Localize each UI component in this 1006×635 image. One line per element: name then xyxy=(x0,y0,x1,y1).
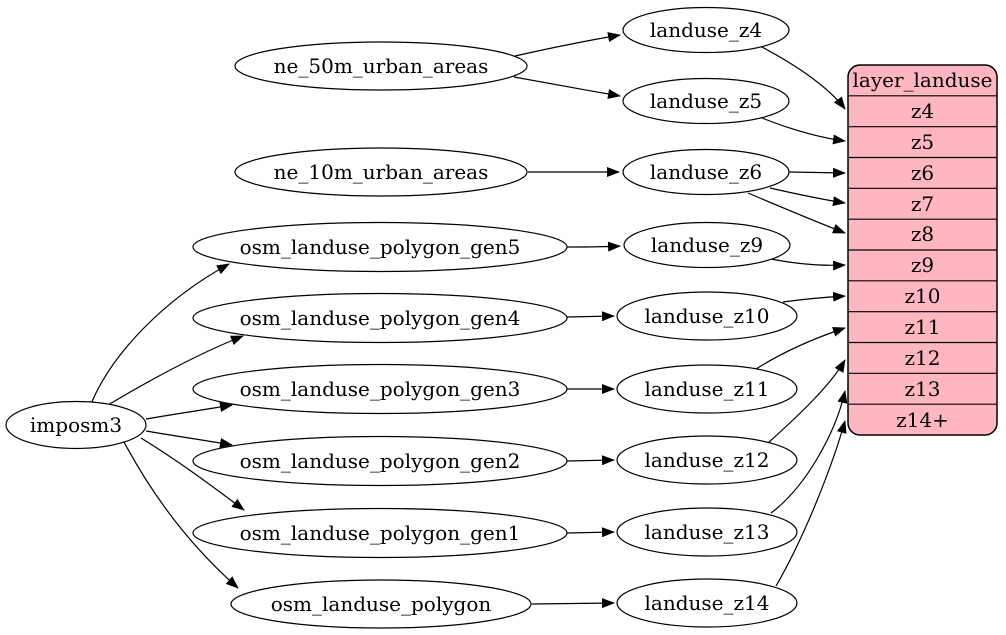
node-landuse_z14-ellipse xyxy=(616,578,798,628)
edge-osm_landuse_polygon_gen2-landuse_z12 xyxy=(566,455,615,466)
edge-landuse_z4-layer_landuse-z4 xyxy=(759,45,846,110)
edge-landuse_z6-layer_landuse-z8 xyxy=(747,192,846,234)
node-osm_landuse_polygon_gen4-ellipse xyxy=(192,292,568,344)
node-landuse_z10: landuse_z10 xyxy=(616,291,798,341)
node-landuse_z9-ellipse xyxy=(623,221,791,269)
edge-ne_50m_urban_areas-landuse_z4 xyxy=(514,32,621,57)
node-landuse_z4-ellipse xyxy=(622,6,790,54)
edge-landuse_z11-layer_landuse-z11 xyxy=(752,327,846,372)
node-landuse_z5-ellipse xyxy=(622,77,790,125)
node-landuse_z11: landuse_z11 xyxy=(616,364,798,414)
node-landuse_z9-label: landuse_z9 xyxy=(651,233,763,257)
node-osm_landuse_polygon: osm_landuse_polygon xyxy=(230,579,532,629)
edges-layer xyxy=(90,32,848,609)
node-imposm3-label: imposm3 xyxy=(30,413,122,437)
node-osm_landuse_polygon_gen3: osm_landuse_polygon_gen3 xyxy=(192,363,568,415)
node-osm_landuse_polygon_gen1-label: osm_landuse_polygon_gen1 xyxy=(240,521,521,545)
edge-osm_landuse_polygon-landuse_z14 xyxy=(531,598,615,609)
node-landuse_z12-ellipse xyxy=(616,435,798,485)
edge-osm_landuse_polygon_gen5-landuse_z9 xyxy=(566,241,621,252)
table-layer_landuse: layer_landuse z4 z5 z6 z7 z8 z9 z10 z11 … xyxy=(847,64,998,436)
table-row-z8: z8 xyxy=(911,222,934,246)
table-row-z11: z11 xyxy=(905,315,941,339)
node-osm_landuse_polygon_gen2-label: osm_landuse_polygon_gen2 xyxy=(240,449,521,473)
table-row-z9: z9 xyxy=(911,253,934,277)
node-osm_landuse_polygon_gen3-ellipse xyxy=(192,363,568,415)
edge-imposm3-osm_landuse_polygon_gen1 xyxy=(140,437,245,511)
edge-imposm3-osm_landuse_polygon_gen2 xyxy=(145,430,233,448)
table-row-z12: z12 xyxy=(905,346,941,370)
node-landuse_z5-label: landuse_z5 xyxy=(650,89,762,113)
nodes-layer: imposm3 ne_50m_urban_areas ne_10m_urban_… xyxy=(5,6,798,629)
node-landuse_z6: landuse_z6 xyxy=(622,148,790,196)
node-landuse_z14: landuse_z14 xyxy=(616,578,798,628)
table-row-z14plus: z14+ xyxy=(896,408,949,432)
node-osm_landuse_polygon_gen4: osm_landuse_polygon_gen4 xyxy=(192,292,568,344)
table-layer_landuse-title: layer_landuse xyxy=(853,68,993,92)
node-osm_landuse_polygon_gen4-label: osm_landuse_polygon_gen4 xyxy=(240,306,521,330)
node-landuse_z13-ellipse xyxy=(616,507,798,557)
node-landuse_z13-label: landuse_z13 xyxy=(645,520,770,544)
node-landuse_z4: landuse_z4 xyxy=(622,6,790,54)
table-row-z6: z6 xyxy=(911,161,934,185)
node-imposm3-ellipse xyxy=(5,400,147,450)
edge-landuse_z13-layer_landuse-z13 xyxy=(770,390,848,514)
node-osm_landuse_polygon_gen3-label: osm_landuse_polygon_gen3 xyxy=(240,377,521,401)
table-row-z10: z10 xyxy=(905,284,941,308)
edge-landuse_z6-layer_landuse-z7 xyxy=(769,187,846,207)
node-landuse_z10-ellipse xyxy=(616,291,798,341)
edge-landuse_z5-layer_landuse-z5 xyxy=(761,117,846,145)
node-ne_10m_urban_areas-ellipse xyxy=(234,147,528,197)
table-row-z4: z4 xyxy=(911,99,934,123)
node-landuse_z13: landuse_z13 xyxy=(616,507,798,557)
edge-imposm3-osm_landuse_polygon_gen4 xyxy=(107,335,244,406)
node-osm_landuse_polygon_gen1: osm_landuse_polygon_gen1 xyxy=(192,507,568,559)
table-row-z5: z5 xyxy=(911,130,934,154)
node-osm_landuse_polygon-label: osm_landuse_polygon xyxy=(271,592,492,616)
node-imposm3: imposm3 xyxy=(5,400,147,450)
node-osm_landuse_polygon_gen5: osm_landuse_polygon_gen5 xyxy=(192,221,568,273)
node-landuse_z10-label: landuse_z10 xyxy=(645,304,770,328)
edge-imposm3-osm_landuse_polygon_gen3 xyxy=(145,402,233,420)
node-osm_landuse_polygon-ellipse xyxy=(230,579,532,629)
edge-ne_50m_urban_areas-landuse_z5 xyxy=(513,76,621,99)
node-landuse_z6-label: landuse_z6 xyxy=(650,160,762,184)
node-landuse_z11-ellipse xyxy=(616,364,798,414)
node-ne_10m_urban_areas-label: ne_10m_urban_areas xyxy=(274,160,489,184)
edge-osm_landuse_polygon_gen4-landuse_z10 xyxy=(566,311,615,322)
node-osm_landuse_polygon_gen1-ellipse xyxy=(192,507,568,559)
node-landuse_z12: landuse_z12 xyxy=(616,435,798,485)
edge-landuse_z9-layer_landuse-z9 xyxy=(765,257,846,271)
node-landuse_z11-label: landuse_z11 xyxy=(645,377,770,401)
table-row-z13: z13 xyxy=(905,377,941,401)
node-ne_50m_urban_areas-label: ne_50m_urban_areas xyxy=(274,54,489,78)
edge-landuse_z14-layer_landuse-z14plus xyxy=(775,420,847,587)
edge-landuse_z10-layer_landuse-z10 xyxy=(782,291,846,303)
table-row-z7: z7 xyxy=(911,192,934,216)
edge-landuse_z6-layer_landuse-z6 xyxy=(788,167,846,178)
node-osm_landuse_polygon_gen5-label: osm_landuse_polygon_gen5 xyxy=(240,235,521,259)
edge-imposm3-osm_landuse_polygon xyxy=(123,441,239,589)
node-landuse_z6-ellipse xyxy=(622,148,790,196)
edge-imposm3-osm_landuse_polygon_gen5 xyxy=(90,263,230,405)
node-ne_50m_urban_areas: ne_50m_urban_areas xyxy=(234,41,528,91)
node-landuse_z14-label: landuse_z14 xyxy=(645,591,770,615)
node-landuse_z12-label: landuse_z12 xyxy=(645,448,770,472)
node-landuse_z9: landuse_z9 xyxy=(623,221,791,269)
node-osm_landuse_polygon_gen2-ellipse xyxy=(192,435,568,487)
node-ne_10m_urban_areas: ne_10m_urban_areas xyxy=(234,147,528,197)
edge-landuse_z12-layer_landuse-z12 xyxy=(767,359,846,444)
node-landuse_z4-label: landuse_z4 xyxy=(650,18,762,42)
edge-osm_landuse_polygon_gen1-landuse_z13 xyxy=(566,527,615,538)
node-ne_50m_urban_areas-ellipse xyxy=(234,41,528,91)
node-osm_landuse_polygon_gen5-ellipse xyxy=(192,221,568,273)
node-landuse_z5: landuse_z5 xyxy=(622,77,790,125)
node-osm_landuse_polygon_gen2: osm_landuse_polygon_gen2 xyxy=(192,435,568,487)
